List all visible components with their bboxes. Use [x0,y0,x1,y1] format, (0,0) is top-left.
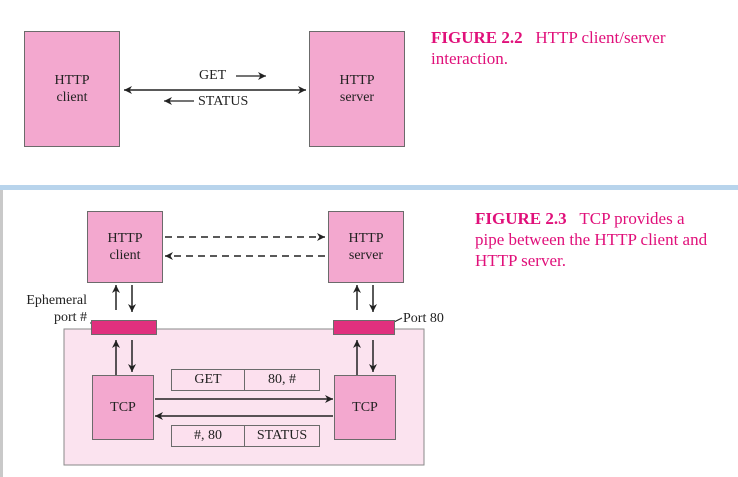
tcp-right-label: TCP [352,400,378,415]
fig22-number: FIGURE 2.2 [431,28,523,47]
fig23-caption: FIGURE 2.3 TCP provides a pipe between t… [475,208,737,271]
segment-get-text: GET [194,372,222,387]
fig22-caption-line2: interaction. [431,49,508,68]
ephemeral-port-label: Ephemeral port # [17,292,87,326]
segment-get-header: 80, # [244,369,320,391]
ephemeral-port-bar [91,320,157,335]
fig22-client-label-1: HTTP [54,73,90,88]
port-80-bar [333,320,395,335]
segment-get-header-text: 80, # [268,372,296,387]
fig22-http-server-box: HTTP server [309,31,405,147]
fig23-number: FIGURE 2.3 [475,209,567,228]
ephemeral-label-2: port # [53,310,87,325]
fig22-status-label: STATUS [198,94,249,109]
fig22-caption-line1: HTTP client/server [535,28,666,47]
fig23-client-label-2: client [109,248,141,263]
section-divider [0,185,738,190]
fig22-http-client-box: HTTP client [24,31,120,147]
fig22-client-label-2: client [56,90,88,105]
tcp-right-box: TCP [334,375,396,440]
fig22-get-label: GET [199,68,227,83]
port80-leader [393,317,403,323]
fig22-server-label-2: server [339,90,375,105]
fig23-caption-line1: TCP provides a [579,209,685,228]
segment-get-payload: GET [171,369,245,391]
fig23-http-server-box: HTTP server [328,211,404,283]
segment-status-header: #, 80 [171,425,245,447]
segment-status-header-text: #, 80 [194,428,222,443]
fig23-server-label-2: server [348,248,384,263]
fig22-server-label-1: HTTP [339,73,375,88]
fig23-caption-line2: pipe between the HTTP client and [475,230,708,249]
tcp-left-label: TCP [110,400,136,415]
fig23-client-label-1: HTTP [107,231,143,246]
tcp-left-box: TCP [92,375,154,440]
fig23-caption-line3: HTTP server. [475,251,566,270]
ephemeral-label-1: Ephemeral [26,293,87,308]
port80-label: Port 80 [403,311,444,326]
left-margin-bar [0,190,3,477]
fig23-server-label-1: HTTP [348,231,384,246]
segment-status-payload: STATUS [244,425,320,447]
fig22-caption: FIGURE 2.2 HTTP client/server interactio… [431,27,731,69]
fig23-http-client-box: HTTP client [87,211,163,283]
segment-status-text: STATUS [256,428,308,443]
